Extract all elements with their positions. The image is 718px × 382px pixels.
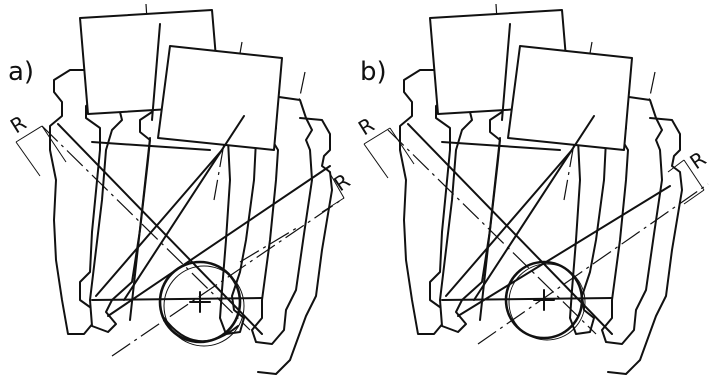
link-line (91, 141, 211, 151)
extension-line (363, 143, 389, 179)
extension-line (321, 197, 345, 213)
panel-label-a: a) (8, 57, 34, 87)
link-line (57, 123, 263, 335)
right-outer-jaw (251, 95, 313, 345)
right-jaw-contour (257, 117, 333, 375)
link-line (473, 115, 595, 301)
radius-label-right: R (685, 146, 710, 174)
link-line (123, 115, 245, 301)
right-finger-body (507, 45, 633, 151)
right-jaw-contour (607, 117, 683, 375)
right-finger-body (157, 45, 283, 151)
finger-edge (501, 23, 511, 121)
dimension-line (683, 159, 705, 191)
link-line (479, 137, 501, 321)
panel-label-b: b) (360, 57, 387, 87)
workpiece-shadow (163, 317, 239, 343)
extension-line (667, 159, 685, 173)
link-line (91, 297, 263, 301)
center-line (387, 129, 597, 335)
center-line (41, 125, 251, 331)
radius-label-left: R (354, 112, 379, 140)
dimension-line (15, 125, 43, 143)
radius-label-right: R (329, 168, 354, 196)
link-line (95, 149, 223, 297)
link-line (407, 123, 613, 335)
left-inner-jaw (439, 85, 505, 333)
link-line (457, 185, 671, 317)
panel-a: R R a) (6, 3, 354, 375)
link-line (441, 297, 613, 301)
link-line (129, 137, 151, 321)
workpiece-circle (504, 260, 584, 340)
dimension-line (327, 169, 345, 199)
radius-label-left: R (6, 110, 31, 138)
extension-line (389, 127, 415, 165)
center-line (239, 225, 301, 263)
dimension-line (363, 127, 391, 145)
extension-line (41, 125, 67, 163)
center-line (111, 197, 345, 357)
link-line (441, 141, 561, 151)
panel-b: R R b) (354, 3, 710, 375)
left-inner-jaw (89, 85, 155, 333)
center-line (477, 183, 709, 345)
workpiece-circle-offset (508, 263, 586, 341)
finger-edge (151, 23, 161, 121)
extension-line (15, 141, 41, 177)
right-outer-jaw (601, 95, 663, 345)
link-line (445, 149, 573, 297)
workpiece-circle-offset (163, 265, 245, 347)
extension-line (683, 189, 705, 205)
link-line (107, 165, 331, 317)
